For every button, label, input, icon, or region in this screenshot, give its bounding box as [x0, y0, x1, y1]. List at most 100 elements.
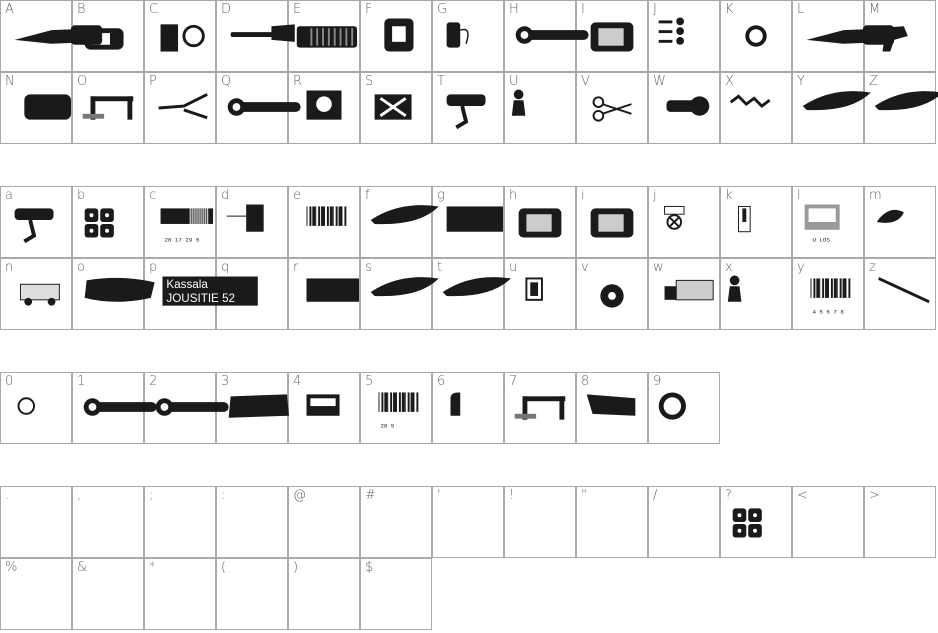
glyph-cell: F — [360, 0, 432, 72]
glyph-label: V — [581, 74, 590, 89]
glyph-cell: > — [864, 486, 936, 558]
paintbrush-icon — [230, 24, 295, 42]
drill-icon — [14, 208, 54, 244]
disc-icon — [600, 284, 624, 308]
glyph-label: n — [5, 260, 14, 275]
glyph-cell: k — [720, 186, 792, 258]
glyph-label: * — [149, 560, 156, 575]
clamp-icon — [514, 396, 566, 420]
spool-icon — [446, 22, 469, 48]
glyph-cell: v — [576, 258, 648, 330]
label-icon — [738, 205, 751, 233]
rod-icon — [877, 277, 930, 304]
glyph-cell: % — [0, 558, 72, 630]
wrench-icon — [155, 398, 229, 416]
knife-icon — [806, 25, 895, 45]
glyph-label: W — [653, 74, 666, 89]
feather-icon — [802, 91, 871, 111]
glyph-label: c — [149, 188, 157, 203]
glyph-cell: ) — [288, 558, 360, 630]
glyph-cell: s — [360, 258, 439, 330]
glyph-caption: U LOS — [812, 236, 830, 243]
glyph-caption: 28 17 29 5 — [164, 236, 199, 243]
glyph-cell: @ — [288, 486, 360, 558]
glyph-label: R — [293, 74, 303, 89]
glyph-label: p — [149, 260, 158, 275]
glyph-label: h — [509, 188, 518, 203]
glyph-label: ( — [221, 560, 227, 575]
wrench-icon — [227, 98, 301, 116]
crossbones-icon — [374, 94, 412, 120]
glyph-cell: E — [288, 0, 360, 72]
glyph-label: L — [797, 2, 805, 17]
glyph-cell: P — [144, 72, 216, 144]
syringe-icon — [296, 26, 358, 48]
wrench-icon — [515, 26, 589, 44]
glyph-label: 6 — [437, 374, 446, 389]
glyph-cell: ? — [720, 486, 792, 558]
glyph-cell: b — [72, 186, 144, 258]
svg-text:Kassala: Kassala — [166, 278, 208, 291]
stamp-icon — [525, 277, 543, 301]
glyph-label: ? — [725, 488, 732, 503]
glyph-cell: d — [216, 186, 288, 258]
sign-x-icon — [664, 205, 685, 230]
glyph-cell: m — [864, 186, 936, 258]
tube-icon — [586, 394, 636, 416]
tape-roll-icon — [658, 392, 686, 420]
camera-icon — [590, 22, 634, 52]
glyph-cell: * — [144, 558, 216, 630]
glyph-label: ) — [293, 560, 299, 575]
glyph-label: & — [77, 560, 88, 575]
glyph-cell: U — [504, 72, 576, 144]
box-icon — [306, 394, 340, 416]
glyph-cell: ! — [504, 486, 576, 558]
glyph-label: % — [5, 560, 18, 575]
glyph-label: 3 — [221, 374, 230, 389]
glyph-label: v — [581, 260, 589, 275]
glyph-cell: h — [504, 186, 576, 258]
glyph-label: T — [437, 74, 445, 89]
glyph-label: t — [437, 260, 443, 275]
glyph-cell: J — [648, 0, 720, 72]
glyph-cell: Z — [864, 72, 938, 144]
van-icon — [228, 394, 289, 418]
glyph-label: 0 — [5, 374, 14, 389]
glyph-cell: r — [288, 258, 360, 330]
glyph-label: P — [149, 74, 157, 89]
figurine-icon — [727, 275, 742, 302]
glyph-label: b — [77, 188, 86, 203]
scissors-icon — [592, 96, 632, 122]
glyph-cell: 8 — [576, 372, 648, 444]
glyph-cell: 7 — [504, 372, 576, 444]
glyph-cell: K — [720, 0, 792, 72]
glyph-cell: a — [0, 186, 72, 258]
glyph-label: 8 — [581, 374, 590, 389]
glyph-cell: / — [648, 486, 720, 558]
glyph-cell: u — [504, 258, 576, 330]
glyph-label: d — [221, 188, 230, 203]
glyph-cell: 3 — [216, 372, 289, 444]
glyph-cell: j — [648, 186, 720, 258]
black-stripe-icon — [446, 206, 503, 232]
glyph-label: y — [797, 260, 805, 275]
glyph-label: w — [653, 260, 664, 275]
glyph-caption: 4 5 5 7 8 — [812, 308, 844, 315]
glyph-cell: 0 — [0, 372, 72, 444]
glyph-label: $ — [365, 560, 374, 575]
feather-icon — [874, 91, 938, 111]
glyph-label: Q — [221, 74, 232, 89]
glyph-label: g — [437, 188, 445, 203]
glyph-label: S — [365, 74, 374, 89]
glyph-cell: , — [72, 486, 144, 558]
glyph-cell: i — [576, 186, 648, 258]
glyph-label: r — [293, 260, 299, 275]
figurine-icon — [511, 89, 526, 116]
glyph-label: I — [581, 2, 585, 17]
glyph-label: 9 — [653, 374, 662, 389]
glyph-label: : — [221, 488, 226, 503]
glyph-cell: : — [216, 486, 288, 558]
glyph-cell: C — [144, 0, 216, 72]
